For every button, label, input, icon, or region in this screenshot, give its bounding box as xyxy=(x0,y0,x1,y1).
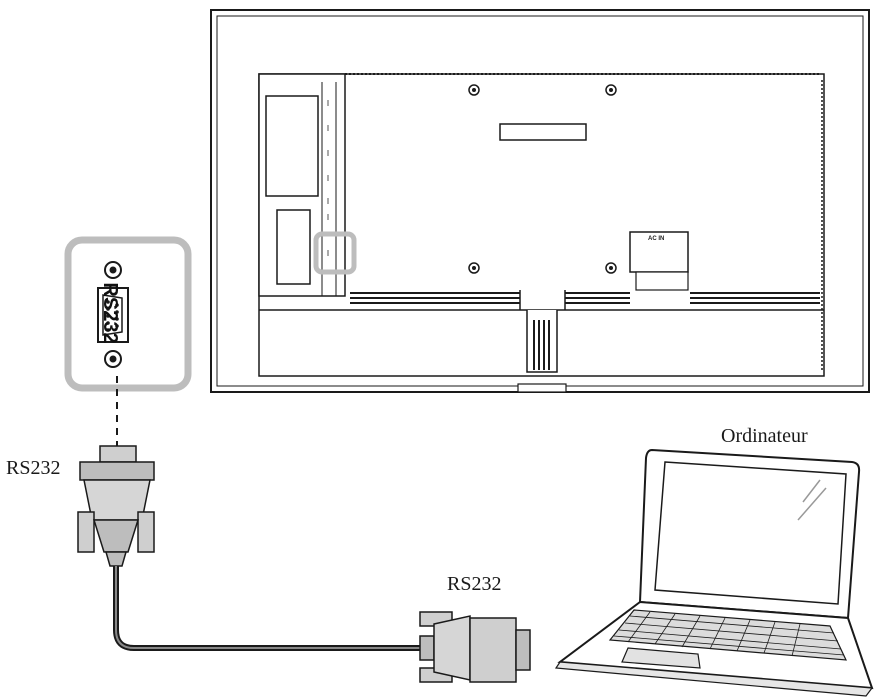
monitor-rear-icon xyxy=(210,9,870,393)
ac-inlet-label: AC IN xyxy=(648,236,665,242)
cable-end-monitor-label: RS232 xyxy=(6,457,61,479)
laptop-icon xyxy=(554,448,874,697)
db9-cable-icon xyxy=(77,445,531,683)
port-label: RS232 xyxy=(99,282,121,344)
cable-end-computer-label: RS232 xyxy=(447,573,502,595)
computer-label: Ordinateur xyxy=(721,425,808,447)
db9-port-icon xyxy=(64,236,192,448)
